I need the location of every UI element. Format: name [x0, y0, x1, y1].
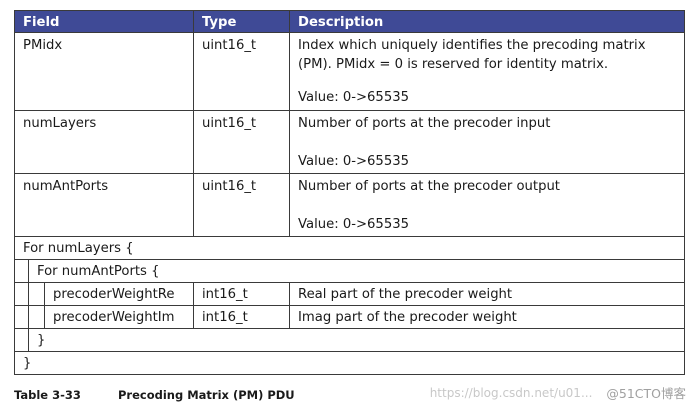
type-cell: int16_t: [194, 283, 290, 305]
loop-indent-inner: [29, 306, 45, 328]
header-description: Description: [298, 15, 384, 30]
loop-indent: [15, 306, 29, 328]
loop-indent: [15, 260, 29, 282]
header-type: Type: [194, 11, 290, 32]
field-cell: PMidx: [15, 33, 194, 110]
description-cell: Imag part of the precoder weight: [298, 310, 517, 325]
description-text: Index which uniquely identifies the prec…: [298, 38, 646, 72]
description-text: Number of ports at the precoder output: [298, 179, 560, 194]
loop-outer-close-row: }: [15, 351, 684, 374]
table-row-precoderweightim: precoderWeightIm int16_t Imag part of th…: [15, 305, 684, 328]
watermark-brand: @51CTO博客: [606, 386, 686, 401]
value-range-text: Value: 0->65535: [298, 154, 409, 169]
value-range-text: Value: 0->65535: [298, 90, 409, 105]
loop-inner-open-row: For numAntPorts {: [15, 259, 684, 282]
caption-label: Table 3-33: [14, 388, 81, 402]
field-cell: numAntPorts: [15, 174, 194, 236]
watermark-url: https://blog.csdn.net/u01...: [429, 385, 593, 400]
table-header-row: Field Type Description: [15, 11, 684, 32]
table-row-numlayers: numLayers uint16_t Number of ports at th…: [15, 110, 684, 173]
loop-outer-close: }: [23, 356, 32, 371]
loop-outer-open-row: For numLayers {: [15, 236, 684, 259]
loop-outer-open: For numLayers {: [23, 241, 134, 256]
field-cell: numLayers: [15, 111, 194, 173]
type-cell: uint16_t: [194, 111, 290, 173]
value-range-text: Value: 0->65535: [298, 217, 409, 232]
loop-inner-close: }: [37, 333, 46, 348]
table-row-numantports: numAntPorts uint16_t Number of ports at …: [15, 173, 684, 236]
description-cell: Index which uniquely identifies the prec…: [290, 33, 684, 110]
table-row-pmidx: PMidx uint16_t Index which uniquely iden…: [15, 32, 684, 110]
loop-inner-close-row: }: [15, 328, 684, 351]
loop-indent: [15, 283, 29, 305]
type-cell: uint16_t: [194, 174, 290, 236]
watermark: https://blog.csdn.net/u01... @51CTO博客: [430, 383, 686, 402]
loop-inner-open: For numAntPorts {: [37, 264, 160, 279]
type-cell: uint16_t: [194, 33, 290, 110]
description-cell: Real part of the precoder weight: [298, 287, 513, 302]
description-cell: Number of ports at the precoder output V…: [290, 174, 684, 236]
type-cell: int16_t: [194, 306, 290, 328]
header-field: Field: [15, 11, 194, 32]
table-row-precoderweightre: precoderWeightRe int16_t Real part of th…: [15, 282, 684, 305]
table-caption: Table 3-33 Precoding Matrix (PM) PDU: [14, 388, 295, 402]
field-cell: precoderWeightIm: [45, 306, 194, 328]
description-cell: Number of ports at the precoder input Va…: [290, 111, 684, 173]
loop-indent: [15, 329, 29, 351]
field-cell: precoderWeightRe: [45, 283, 194, 305]
description-text: Number of ports at the precoder input: [298, 116, 551, 131]
pdu-field-table: Field Type Description PMidx uint16_t In…: [14, 10, 685, 375]
caption-title: Precoding Matrix (PM) PDU: [118, 388, 295, 402]
loop-indent-inner: [29, 283, 45, 305]
